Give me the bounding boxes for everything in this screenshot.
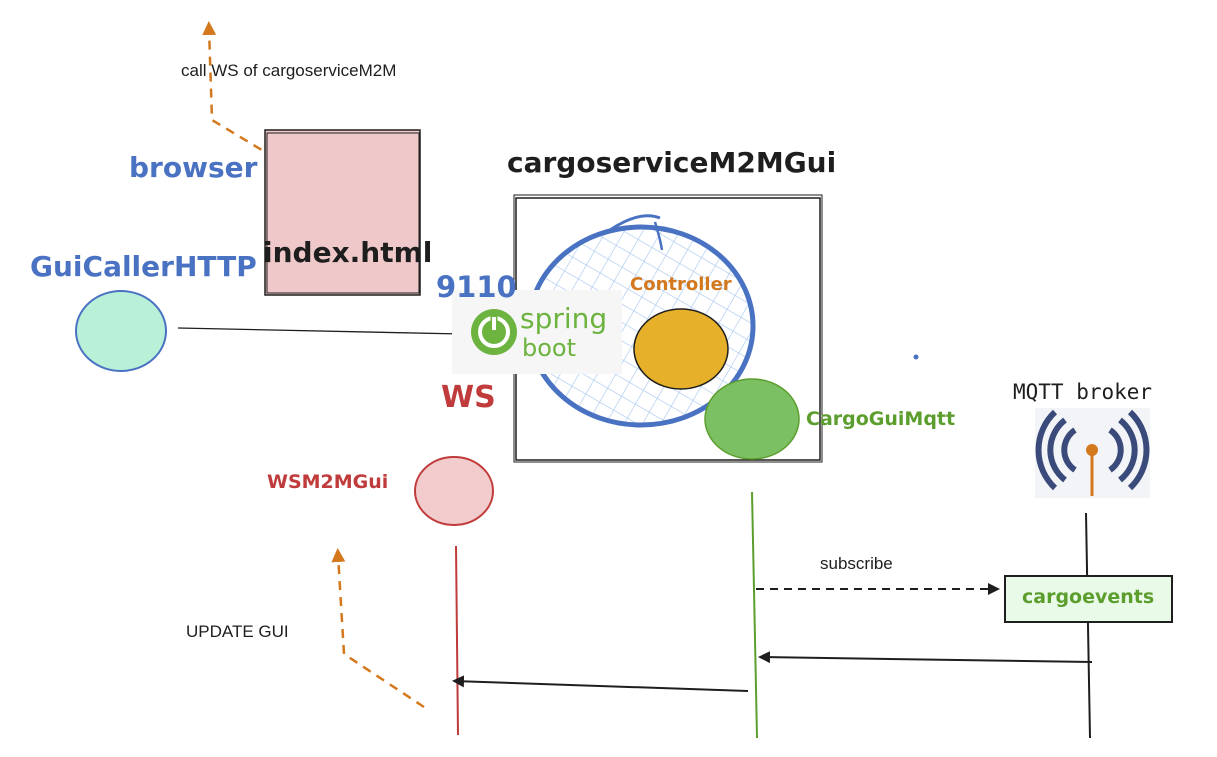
- mqtt-broker-lifeline: [1085, 512, 1091, 739]
- boot-word: boot: [522, 334, 576, 362]
- cargoevents-box: [1004, 575, 1173, 623]
- cargo-gui-mqtt-circle: [704, 378, 800, 460]
- call-ws-label: call WS of cargoserviceM2M: [181, 61, 397, 80]
- gui-caller-circle: [75, 290, 167, 372]
- call-ws-arrow: [202, 21, 276, 160]
- subscribe-label: subscribe: [820, 554, 893, 573]
- wsm2mgui-circle: [414, 456, 494, 526]
- update-gui-arrow: [331, 548, 425, 709]
- mqtt-to-ws-arrow: [452, 675, 749, 692]
- mqtt-broker-label: MQTT broker: [1013, 380, 1153, 404]
- spring-word: spring: [520, 302, 607, 335]
- update-gui-label: UPDATE GUI: [186, 622, 289, 641]
- wsm2mgui-lifeline: [455, 545, 459, 736]
- browser-label: browser: [129, 151, 258, 184]
- service-title: cargoserviceM2MGui: [507, 146, 837, 179]
- caller-to-spring-arrow: [177, 327, 464, 340]
- controller-circle: [633, 308, 729, 390]
- cargo-gui-mqtt-label: CargoGuiMqtt: [806, 408, 956, 430]
- spring-boot-logo-icon: spring boot: [452, 290, 622, 374]
- mqtt-broadcast-logo-icon: [1035, 408, 1150, 498]
- index-html-label: index.html: [263, 236, 433, 269]
- wsm2mgui-label: WSM2MGui: [267, 471, 389, 493]
- event-to-mqtt-arrow: [758, 651, 1093, 664]
- cargoevents-label: cargoevents: [1022, 586, 1155, 608]
- stray-dot: [913, 354, 919, 360]
- cargo-gui-mqtt-lifeline: [751, 491, 758, 739]
- index-html-box: [264, 129, 421, 296]
- gui-caller-label: GuiCallerHTTP: [30, 250, 257, 283]
- controller-label: Controller: [630, 274, 732, 295]
- ws-label: WS: [441, 380, 496, 415]
- port-label: 9110: [436, 270, 517, 304]
